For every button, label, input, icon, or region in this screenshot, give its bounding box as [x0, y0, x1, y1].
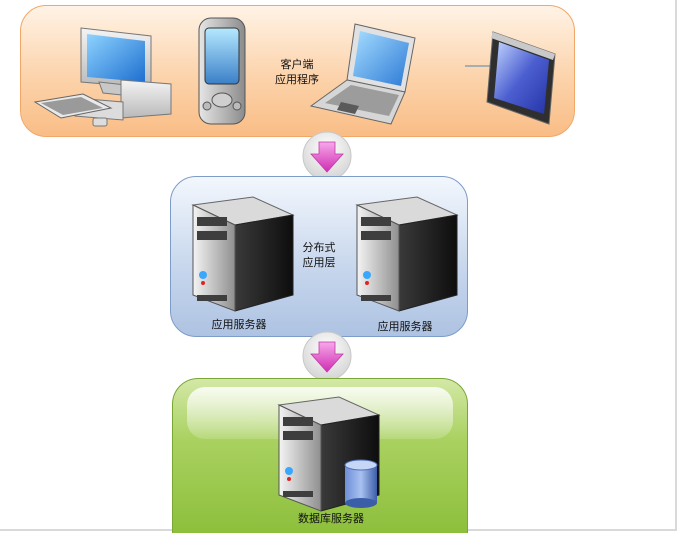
flat-screen-icon: [465, 31, 556, 125]
down-arrow-icon: [302, 131, 352, 181]
client-label-line2: 应用程序: [275, 73, 319, 86]
app-tier-label: 分布式 应用层: [289, 240, 349, 270]
app-tier-panel: 应用服务器 分布式 应用层 应用服务器: [170, 176, 468, 337]
app-label-line2: 应用层: [302, 256, 336, 269]
app-server-left-icon: [191, 196, 295, 312]
pda-icon: [198, 17, 246, 125]
database-server-label: 数据库服务器: [298, 512, 364, 525]
app-server-right-label: 应用服务器: [377, 320, 433, 333]
client-tier-panel: 客户端 应用程序: [20, 5, 575, 137]
laptop-icon: [309, 23, 416, 125]
down-arrow-icon: [302, 331, 352, 381]
db-tier-panel: 数据库服务器: [172, 378, 468, 533]
desktop-computer-icon: [33, 27, 172, 127]
client-app-label: 客户端 应用程序: [259, 57, 335, 87]
app-label-line1: 分布式: [302, 241, 336, 254]
app-server-left-label: 应用服务器: [211, 318, 267, 331]
database-server-icon: [277, 396, 381, 512]
app-server-right-icon: [355, 196, 459, 312]
client-label-line1: 客户端: [280, 58, 314, 71]
